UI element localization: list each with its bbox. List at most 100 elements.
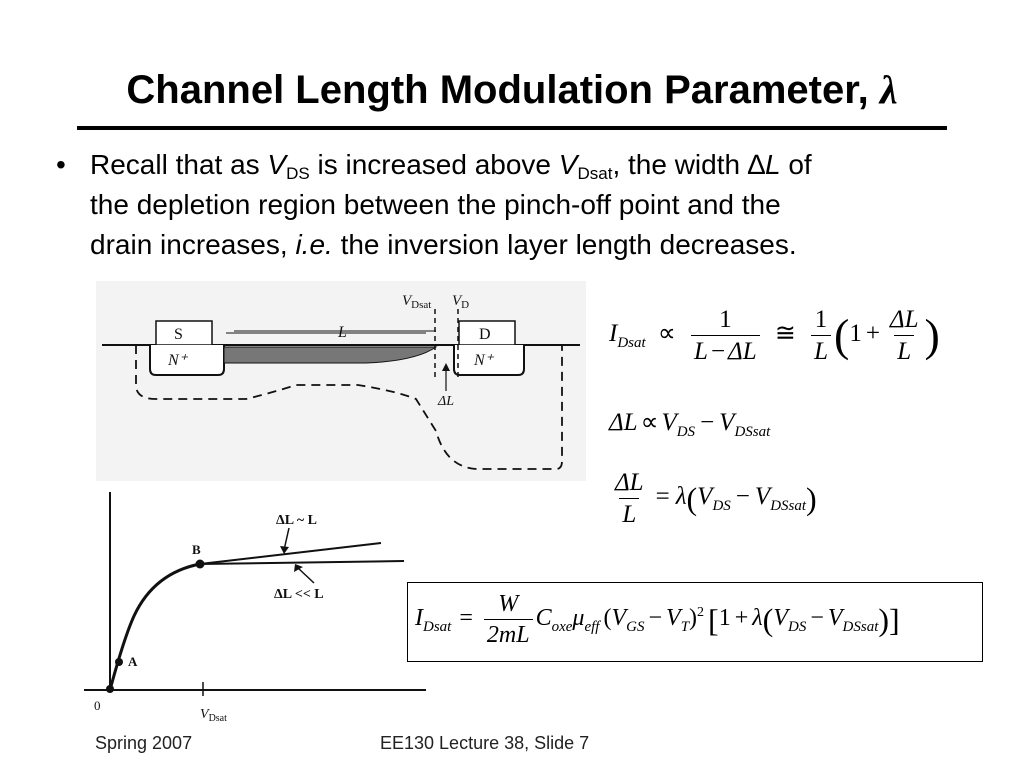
annotation-dl-approx-l: ΔL ~ L [276,513,317,528]
eq-symbol: C [535,605,552,632]
label-point-b: B [192,542,201,557]
eq-denominator: L [619,498,640,527]
label-delta-l: ΔL [437,394,454,409]
label-vdsat-axis: VDsat [200,707,227,724]
id-curve-saturation-flat [199,560,405,565]
eq-symbol: V [719,409,735,436]
footer-date: Spring 2007 [95,733,193,753]
mosfet-cross-section-figure: S D L N⁺ N⁺ VDsat VD ΔL [96,281,586,481]
point-origin [106,685,114,693]
eq-subscript: DS [676,424,696,440]
eq-operator: − [710,338,726,365]
eq-paren: ( [833,309,850,361]
ie-text: i.e. [295,229,333,260]
bullet-text-run: , the width [612,149,748,180]
point-b [195,559,205,569]
delta-symbol: ∆ [747,149,765,180]
depletion-region-boundary [135,345,563,470]
eq-numerator: 1 [719,306,732,333]
label-origin: 0 [94,698,101,713]
bullet-line-2: the depletion region between the pinch-o… [90,189,781,220]
annotation-arrowhead-lower [294,564,303,572]
eq-operator: = [459,605,473,632]
eq-symbol: V [754,483,771,511]
eq-operator: = [655,483,670,511]
eq-subscript: DS [787,619,807,636]
eq-subscript: eff [584,619,600,636]
eq-paren: ) [924,309,940,361]
equation-box [407,582,983,662]
eq-paren: ( [762,601,774,638]
label-source: S [174,326,183,343]
label-point-a: A [128,654,138,669]
eq-denominator: 2mL [483,619,533,647]
eq-bracket: [ [708,601,719,638]
eq-symbol: λ [675,483,687,511]
eq-symbol: λ [752,605,763,632]
eq-subscript: T [680,619,690,636]
label-nplus-drain: N⁺ [473,352,495,369]
eq-symbol: V [666,605,681,632]
point-a [115,658,123,666]
eq-symbol: I [609,320,618,348]
eq-bracket: ] [889,601,900,638]
eq-numerator: ΔL [889,306,919,333]
bullet-text-run: drain increases, [90,229,296,260]
drain-nplus-region [453,345,525,376]
bullet-text-run: is increased above [309,149,559,180]
L-symbol: L [764,149,781,180]
eq-symbol: V [697,483,713,511]
eq-numerator: ΔL [615,469,644,496]
eq-denominator: L [894,335,915,364]
eq-subscript: Dsat [617,335,646,352]
eq-subscript: DSsat [734,424,771,440]
eq-numerator: 1 [814,306,828,333]
id-curve-saturation-sloped [199,542,382,565]
delta-l-arrowhead [442,363,450,371]
vds-subscript: DS [286,164,310,183]
eq-symbol: ΔL [609,409,638,436]
vdsat-symbol: V [558,149,578,180]
eq-numerator: W [498,591,519,617]
bullet-marker: • [56,149,66,180]
bullet-line-1: Recall that as VDS is increased above VD… [90,145,990,185]
annotation-dl-much-less-l: ΔL << L [274,587,324,602]
id-curve-linear [108,562,201,691]
bullet-text-run: of [780,149,812,180]
label-vd: VD [452,293,469,311]
figure-background [96,281,586,481]
footer-slide-info: EE130 Lecture 38, Slide 7 [380,733,590,753]
eq-subscript: DS [712,498,731,515]
eq-operator: − [735,483,750,511]
eq-paren: ) [806,480,817,517]
equation-deltal-proportional: ΔL∝VDS−VDSsat [609,409,770,440]
eq-subscript: GS [626,619,645,636]
source-nplus-region [149,345,225,376]
vds-symbol: V [267,149,287,180]
eq-subscript: DSsat [842,619,879,636]
eq-operator: + [734,605,749,632]
annotation-arrow-upper [283,527,290,551]
eq-superscript: 2 [697,605,705,621]
bullet-text-run: the inversion layer length decreases. [332,229,797,260]
bullet-text: Recall that as VDS is increased above VD… [90,145,990,265]
slide-title-text: Channel Length Modulation Parameter, [126,68,869,112]
eq-operator: ∝ [640,409,659,436]
eq-paren: ) [689,605,698,632]
eq-operator: − [648,605,663,632]
bullet-line-3: drain increases, i.e. the inversion laye… [90,225,990,265]
title-underline [77,126,947,130]
vdsat-subscript: Dsat [577,164,613,183]
annotation-arrow-lower [297,567,315,584]
eq-symbol: V [661,409,677,436]
eq-number: 1 [849,320,862,348]
eq-operator: ∝ [657,320,676,348]
eq-paren: ( [603,605,612,632]
eq-denominator: L−ΔL [691,335,760,364]
eq-symbol: ΔL [728,338,757,365]
